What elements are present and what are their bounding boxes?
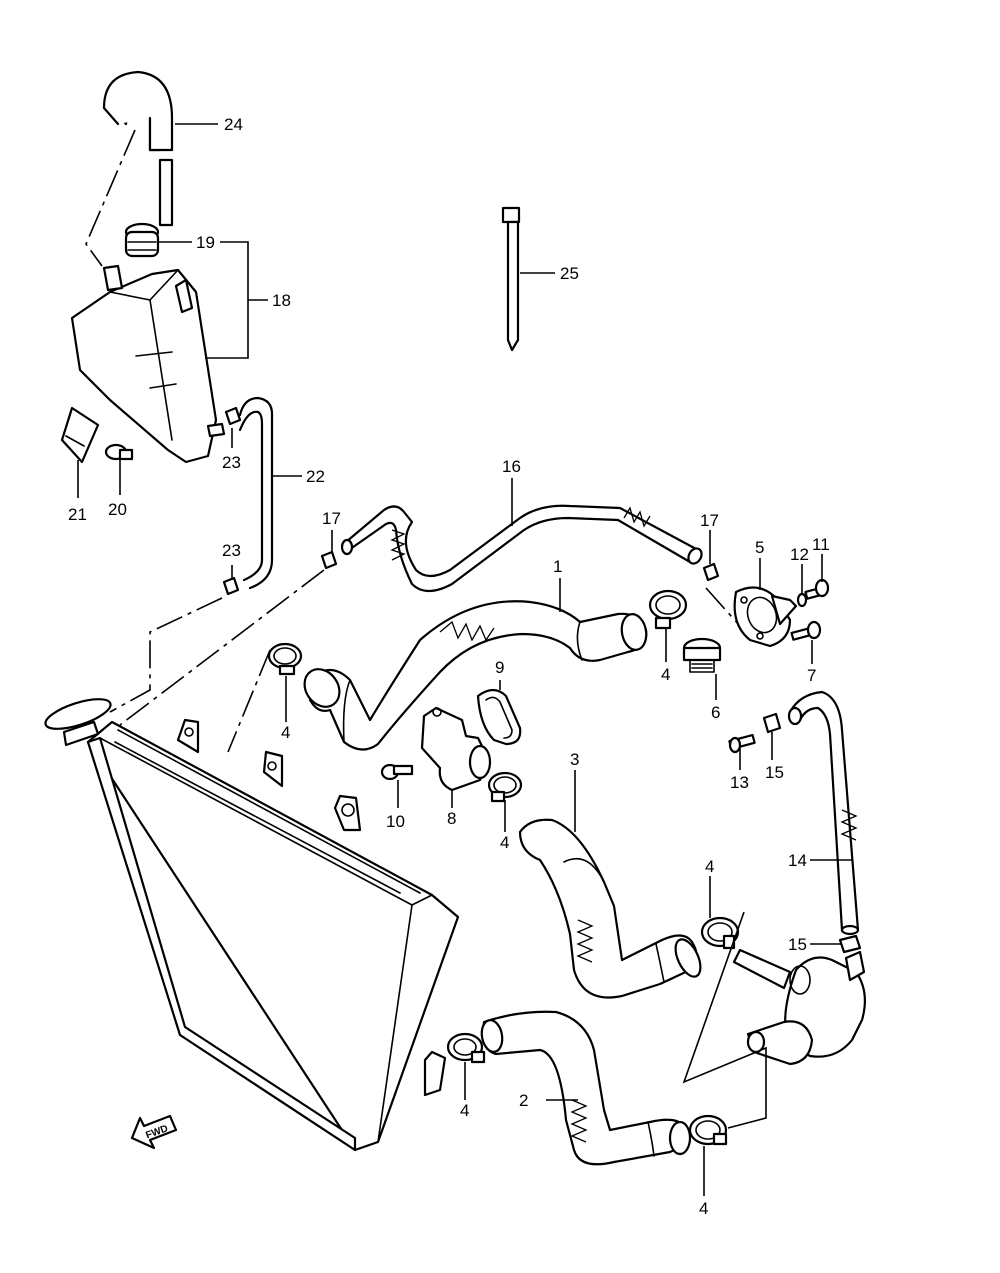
hose-clamp-bottom [688, 1114, 728, 1146]
callout-4-lower-right: 4 [705, 857, 714, 876]
radiator [86, 718, 460, 1152]
clamp-15-lower [838, 934, 862, 954]
bolt-7 [790, 620, 822, 641]
clamp-17-right [702, 562, 720, 582]
fitting-13 [728, 733, 756, 754]
clamp-15-upper [762, 712, 782, 734]
callout-8: 8 [447, 809, 456, 828]
hose-clamp-upper-left [267, 642, 303, 676]
bolt-11 [804, 578, 830, 600]
bolt-10 [380, 763, 414, 781]
callouts: 24 19 18 25 22 23 23 21 20 17 16 17 1 5 … [68, 115, 830, 1218]
callout-10: 10 [386, 812, 405, 831]
callout-4-lower-left: 4 [460, 1101, 469, 1120]
callout-4-bottom: 4 [699, 1199, 708, 1218]
callout-17-right: 17 [700, 511, 719, 530]
callout-7: 7 [807, 666, 816, 685]
callout-23-lower: 23 [222, 541, 241, 560]
callout-25: 25 [560, 264, 579, 283]
cable-tie [501, 206, 521, 352]
washer-12 [796, 592, 808, 608]
callout-12: 12 [790, 545, 809, 564]
callout-23-upper: 23 [222, 453, 241, 472]
tank-hose [238, 396, 274, 590]
reservoir-cap [124, 222, 160, 258]
callout-24: 24 [224, 115, 243, 134]
callout-15-upper: 15 [765, 763, 784, 782]
callout-15-lower: 15 [788, 935, 807, 954]
leader-lines [77, 123, 852, 1196]
callout-6: 6 [711, 703, 720, 722]
callout-17-left: 17 [322, 509, 341, 528]
water-pump-inlet-hose [518, 818, 702, 999]
clamp-23-lower [222, 576, 240, 596]
callout-21: 21 [68, 505, 87, 524]
hose-clamp-lower-right [700, 916, 740, 950]
radiator-cap [44, 698, 112, 747]
pump-bypass-hose [787, 690, 860, 936]
callout-4-upper-right: 4 [661, 665, 670, 684]
overflow-hose [85, 70, 174, 267]
hose-clamp-lower-left [446, 1032, 486, 1064]
callout-1: 1 [553, 557, 562, 576]
o-ring-gasket [476, 688, 522, 746]
hose-clamp-upper-right [648, 589, 688, 630]
clamp-17-left [320, 550, 338, 570]
thermostat-cover [733, 586, 798, 648]
thermostat-housing [420, 706, 492, 792]
callout-13: 13 [730, 773, 749, 792]
bracket-bolt [104, 443, 134, 461]
callout-9: 9 [495, 658, 504, 677]
callout-2: 2 [519, 1091, 528, 1110]
callout-19: 19 [196, 233, 215, 252]
label-plate [60, 406, 100, 464]
bypass-hose [340, 504, 703, 593]
thermostat [682, 637, 722, 673]
callout-14: 14 [788, 851, 807, 870]
callout-3: 3 [570, 750, 579, 769]
reservoir-tank [70, 264, 226, 464]
hose-clamp-middle [487, 771, 523, 803]
water-pump [732, 948, 867, 1066]
clamp-23-upper [224, 406, 242, 426]
water-pump-outlet-hose [480, 1010, 692, 1166]
callout-18: 18 [272, 291, 291, 310]
callout-11: 11 [812, 535, 830, 554]
upper-radiator-hose [303, 600, 648, 751]
callout-20: 20 [108, 500, 127, 519]
fwd-arrow-icon: FWD [130, 1114, 178, 1150]
callout-22: 22 [306, 467, 325, 486]
callout-4-upper-left: 4 [281, 723, 290, 742]
callout-5: 5 [755, 538, 764, 557]
callout-16: 16 [502, 457, 521, 476]
callout-4-middle: 4 [500, 833, 509, 852]
